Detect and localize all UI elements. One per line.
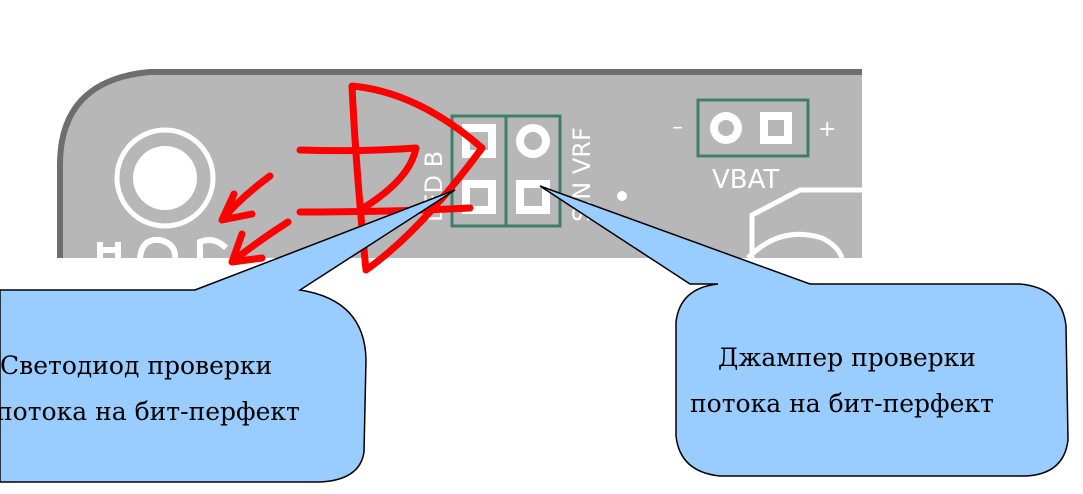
board-outline — [57, 69, 862, 258]
mounting-hole-inner — [133, 146, 197, 210]
silk-partial-text — [97, 236, 229, 259]
callout-left: Светодиод проверки потока на бит-перфект — [0, 189, 456, 483]
callout-left-shape — [0, 189, 456, 483]
board-body — [60, 72, 862, 258]
vbat-connector — [696, 98, 810, 158]
callout-right-line2: потока на бит-перфект — [690, 389, 994, 418]
pcb-board: LED B SIN VRF – + VBAT — [57, 69, 862, 260]
label-vbat: VBAT — [712, 165, 779, 195]
emission-arrow-2 — [228, 218, 292, 266]
via-dot — [617, 191, 627, 201]
callout-left-line1: Светодиод проверки — [0, 351, 272, 380]
callout-right-shape — [539, 185, 1069, 477]
emission-arrow-1 — [218, 172, 274, 224]
label-vbat-plus: + — [818, 117, 836, 142]
callout-left-line2: потока на бит-перфект — [0, 397, 300, 426]
diode-triangle — [348, 82, 486, 274]
label-vbat-minus: – — [672, 115, 683, 140]
callout-right: Джампер проверки потока на бит-перфект — [539, 185, 1069, 477]
diode-bar — [296, 144, 420, 214]
diode-lead — [296, 204, 474, 216]
component-outline — [749, 187, 862, 258]
component-circle-partial — [746, 231, 845, 260]
callout-right-line1: Джампер проверки — [718, 343, 976, 372]
led-symbol-sketch — [218, 82, 486, 274]
